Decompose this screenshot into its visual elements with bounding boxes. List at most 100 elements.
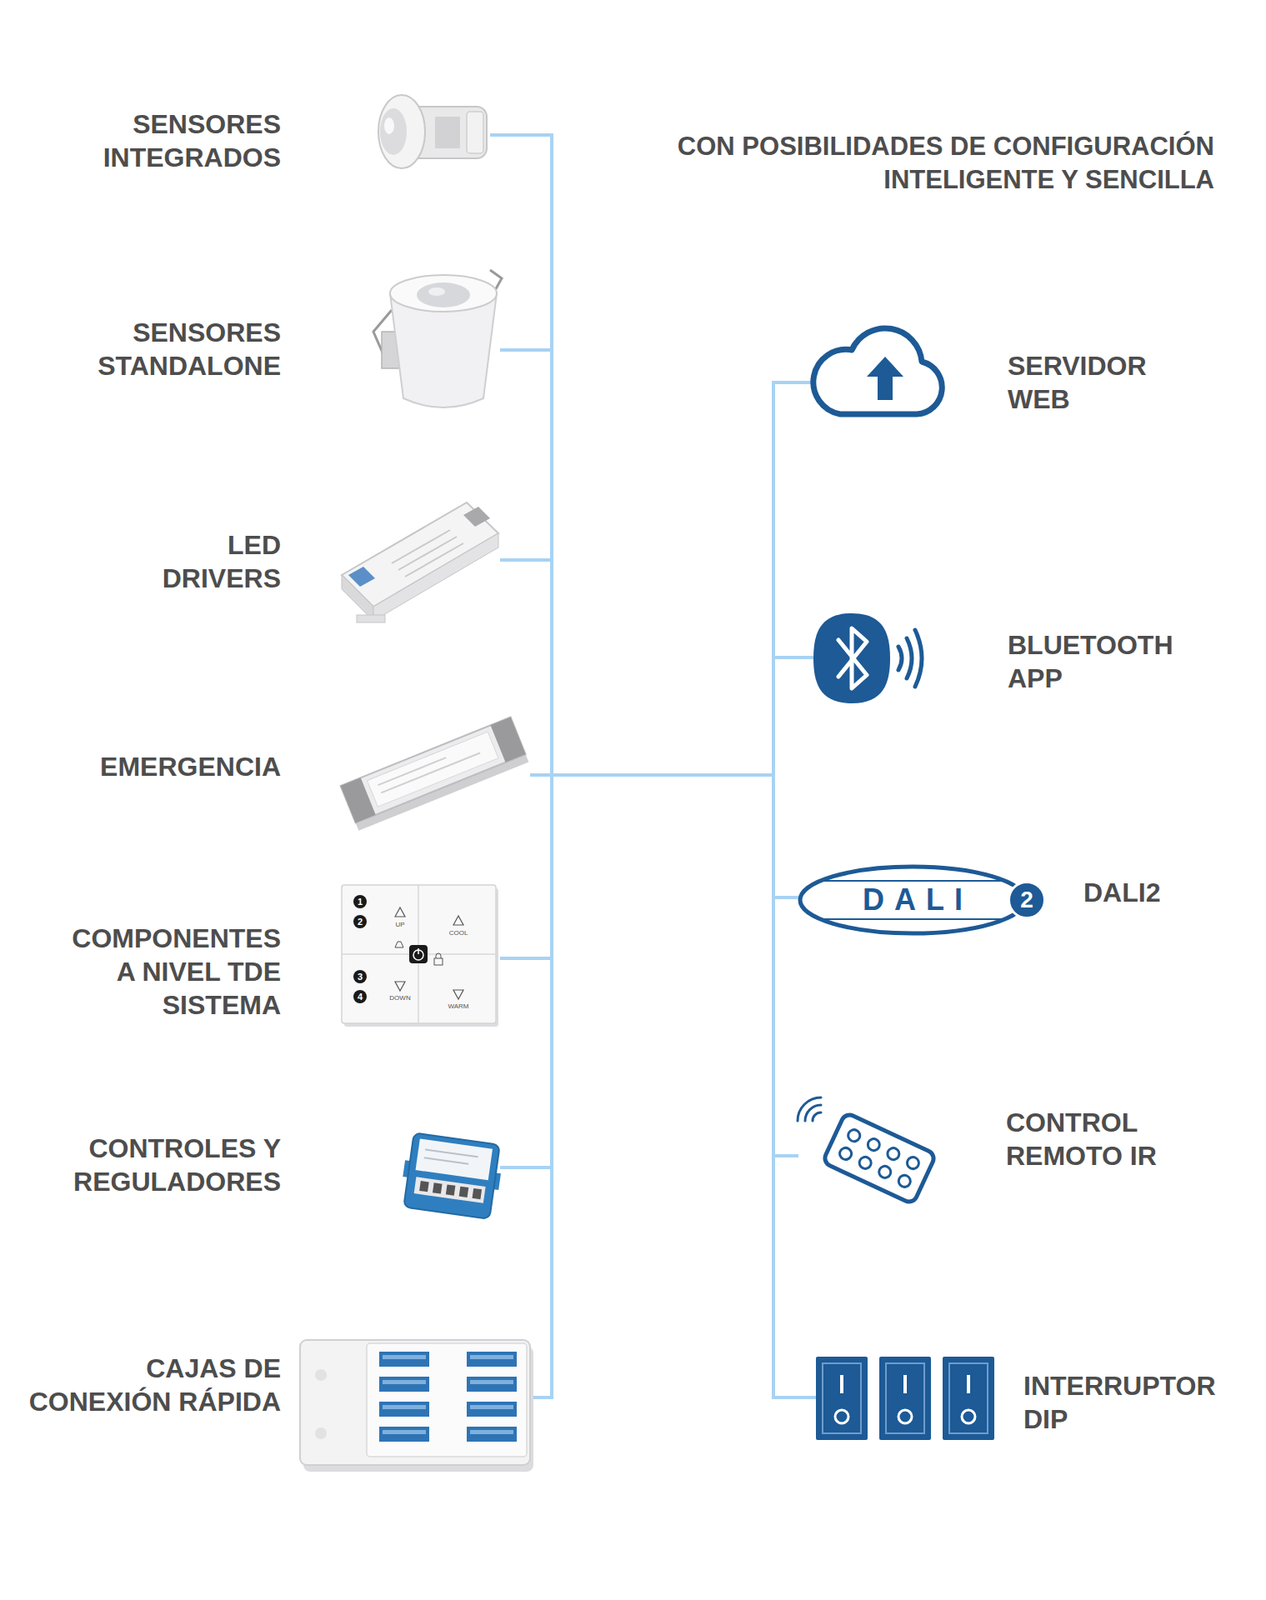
led-driver-part <box>391 530 451 564</box>
remote-icon-part <box>822 1112 937 1206</box>
button-number: 3 <box>353 970 367 984</box>
wall-panel-part <box>435 953 441 959</box>
junction-box-part-part <box>470 1430 514 1435</box>
item-label: CAJAS DE CONEXIÓN RÁPIDA <box>26 1351 281 1419</box>
item-label: SENSORES STANDALONE <box>96 315 281 383</box>
component-node: SENSORES INTEGRADOS <box>8 90 491 177</box>
component-node: INTERRUPTOR DIP <box>815 1353 1261 1444</box>
bus-line <box>500 560 815 776</box>
bus-line <box>500 560 799 1156</box>
dip-switch-icon <box>815 1356 995 1441</box>
button-number: 2 <box>353 915 367 929</box>
cloud-icon-part <box>866 356 904 401</box>
dip-switch-icon-part <box>879 1356 931 1441</box>
bus-line <box>500 382 815 959</box>
logo-number: 2 <box>1007 880 1046 920</box>
remote-icon-part-part <box>885 1145 902 1162</box>
component-node: SENSORES STANDALONE <box>8 271 501 416</box>
dip-switch-icon-part <box>903 1375 907 1394</box>
emergency-module-part <box>367 731 499 807</box>
remote-icon-part-part <box>865 1136 882 1153</box>
integrated-sensor-part <box>466 111 484 154</box>
item-label: COMPONENTES A NIVEL TDE SISTEMA <box>70 921 281 1022</box>
dali-logo-part <box>800 866 1026 934</box>
dip-switch-icon-part <box>966 1375 971 1394</box>
component-node: CONTROLES Y REGULADORES <box>8 1128 501 1224</box>
bus-line <box>500 775 799 959</box>
junction-box-part <box>315 1369 327 1382</box>
dip-switch-icon-part <box>815 1356 868 1441</box>
remote-icon-part-part <box>837 1145 854 1162</box>
remote-icon-part-part <box>896 1173 913 1190</box>
bus-line <box>500 775 799 1156</box>
controller-module-part <box>445 1184 456 1196</box>
item-label: CONTROLES Y REGULADORES <box>72 1131 281 1199</box>
remote-icon-part-part <box>845 1127 862 1144</box>
standalone-sensor <box>373 270 502 408</box>
wall-panel-part <box>453 915 464 926</box>
dali-logo-part <box>820 880 1005 882</box>
remote-icon-part <box>805 1105 821 1121</box>
bus-line <box>530 775 799 898</box>
emergency-module-part <box>490 717 526 763</box>
controller-module-part <box>419 1180 430 1192</box>
bus-line <box>490 135 799 1156</box>
junction-box-part-part <box>470 1405 514 1410</box>
junction-box-part-part <box>466 1401 517 1417</box>
dip-switch-icon-part <box>885 1363 925 1434</box>
junction-box-part-part <box>382 1355 426 1360</box>
cloud-icon <box>813 328 942 415</box>
led-driver-part <box>373 533 499 621</box>
wall-panel-part <box>417 885 420 1024</box>
controller-module <box>398 1132 505 1221</box>
bus-line <box>500 350 815 776</box>
led-driver <box>341 502 499 623</box>
standalone-sensor-part <box>390 275 497 312</box>
led-driver-part <box>463 506 491 527</box>
item-label: INTERRUPTOR DIP <box>1023 1369 1217 1437</box>
bus-line <box>500 560 816 1398</box>
bus-line <box>490 135 816 1398</box>
bus-line <box>533 775 799 1398</box>
bus-line <box>490 135 815 776</box>
standalone-sensor-part <box>416 282 471 308</box>
junction-box <box>300 1340 534 1472</box>
controller-module-part <box>415 1138 493 1181</box>
item-label: CONTROL REMOTO IR <box>1005 1105 1159 1173</box>
item-label: BLUETOOTH APP <box>1007 628 1175 696</box>
remote-icon-part-part <box>876 1164 893 1181</box>
junction-box-part-part <box>466 1351 517 1367</box>
component-node: BLUETOOTH APP <box>814 608 1261 707</box>
component-node: EMERGENCIA <box>8 702 531 839</box>
dip-switch-icon-part <box>822 1363 861 1434</box>
integrated-sensor-part <box>378 95 426 169</box>
junction-box-part-part <box>379 1401 430 1417</box>
remote-icon <box>797 1097 936 1205</box>
remote-icon-part <box>812 1112 821 1121</box>
wall-panel-part <box>409 945 428 964</box>
integrated-sensor-part <box>384 117 395 135</box>
emergency-module-part <box>380 752 481 793</box>
bus-line <box>500 657 815 959</box>
bus-line <box>500 350 815 776</box>
bluetooth-icon-part <box>915 630 922 687</box>
bus-line <box>500 350 816 1398</box>
dip-switch-icon-part <box>961 1410 976 1424</box>
button-caption: WARM <box>447 1002 469 1011</box>
junction-box-part-part <box>466 1376 517 1392</box>
component-node: COMPONENTES A NIVEL TDE SISTEMA <box>8 880 501 1027</box>
bus-line <box>530 775 799 1156</box>
component-node: CAJAS DE CONEXIÓN RÁPIDA <box>8 1319 534 1482</box>
integrated-sensor <box>378 95 487 169</box>
controller-module-part <box>403 1132 501 1220</box>
emergency-module <box>340 717 530 831</box>
bluetooth-icon-part <box>898 646 902 671</box>
wall-panel-part <box>453 990 464 1000</box>
remote-icon-part-part <box>822 1112 937 1206</box>
junction-box-part-part <box>379 1426 430 1442</box>
bus-line <box>500 775 799 1168</box>
dip-switch-icon-part <box>949 1363 988 1434</box>
bus-line <box>533 775 816 1398</box>
diagram-title: CON POSIBILIDADES DE CONFIGURACIÓN INTEL… <box>630 130 1215 197</box>
dip-switch-icon-part <box>835 1410 849 1424</box>
